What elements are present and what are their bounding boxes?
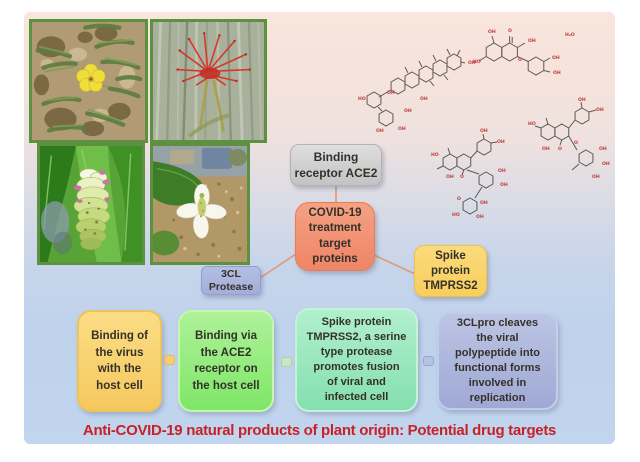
svg-text:OH: OH [480,200,488,206]
svg-text:HO: HO [452,212,460,218]
svg-text:OH: OH [542,146,550,152]
svg-text:OH: OH [488,29,496,35]
connector-dot-1 [164,355,175,365]
photo-yellow-flower-herb [29,19,148,143]
box-spike-tmprss2-fusion: Spike protein TMPRSS2, a serine type pro… [295,308,418,412]
svg-text:HO: HO [528,121,536,127]
svg-text:OH: OH [476,214,484,220]
red-flower-illustration [153,22,264,140]
box-binding-receptor-ace2: Binding receptor ACE2 [290,144,382,186]
box-3clpro-cleaves-polypeptide: 3CLpro cleaves the viral polypeptide int… [437,312,558,410]
photo-turmeric-inflorescence [37,143,145,265]
svg-text:O: O [508,28,512,34]
yellow-flower-illustration [32,22,145,140]
svg-text:OH: OH [500,182,508,188]
svg-text:OH: OH [404,108,412,114]
box-virus-binding-host-cell: Binding of the virus with the host cell [77,310,162,412]
svg-text:O: O [460,174,464,180]
svg-text:O: O [574,140,578,146]
svg-text:H₂O: H₂O [565,32,575,38]
svg-text:OH: OH [446,174,454,180]
svg-text:O: O [457,196,461,202]
svg-text:O: O [518,57,522,63]
connector-lines [259,186,416,279]
svg-text:OH: OH [376,128,384,134]
svg-text:OH: OH [592,174,600,180]
photo-red-spiky-flower [150,19,267,143]
svg-text:OH: OH [420,96,428,102]
svg-text:OH: OH [596,107,604,113]
svg-text:OH: OH [480,128,488,134]
svg-text:HO: HO [473,59,481,65]
svg-text:OH: OH [578,97,586,103]
svg-text:OH: OH [552,55,560,61]
white-flower-illustration [153,146,247,262]
svg-text:OH: OH [498,168,506,174]
chem-skeleton [366,35,597,215]
svg-text:OH: OH [599,146,607,152]
svg-text:OH: OH [398,126,406,132]
svg-text:OH: OH [553,70,561,76]
svg-text:HO: HO [431,152,439,158]
svg-text:OH: OH [497,139,505,145]
svg-text:OH: OH [528,38,536,44]
box-binding-via-ace2-receptor: Binding via the ACE2 receptor on the hos… [178,310,274,412]
svg-text:O: O [558,146,562,152]
line-center-to-protease [259,253,297,279]
figure-caption: Anti-COVID-19 natural products of plant … [82,422,557,439]
line-center-to-spike [373,254,416,275]
connector-dot-2 [281,357,292,367]
box-covid19-treatment-target-proteins: COVID-19 treatment target proteins [295,202,375,271]
svg-text:OH: OH [468,60,476,66]
box-3cl-protease: 3CL Protease [201,266,261,295]
svg-text:OH: OH [387,90,395,96]
connector-dot-3 [423,356,434,366]
svg-text:OH: OH [602,161,610,167]
turmeric-flower-illustration [40,146,142,262]
svg-text:HO: HO [358,96,366,102]
photo-white-four-petal-flower [150,143,250,265]
box-spike-protein-tmprss2: Spike protein TMPRSS2 [414,245,487,297]
